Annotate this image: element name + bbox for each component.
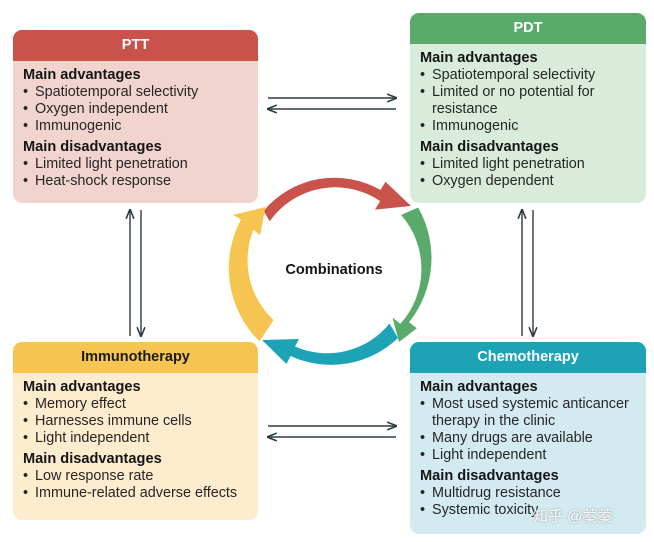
pdt-title: PDT <box>410 13 646 44</box>
cycle-arrow-yellow <box>228 207 274 342</box>
chemotherapy-advantages-list: Most used systemic anticancer therapy in… <box>420 396 636 464</box>
list-item: Harnesses immune cells <box>23 413 248 430</box>
list-item: Low response rate <box>23 468 248 485</box>
list-item: Systemic toxicity <box>420 502 636 519</box>
list-item: Light independent <box>23 430 248 447</box>
combinations-label: Combinations <box>285 262 383 278</box>
list-item: Immunogenic <box>23 118 248 135</box>
chemotherapy-title: Chemotherapy <box>410 342 646 373</box>
immunotherapy-disadvantages-list: Low response rate Immune-related adverse… <box>23 468 248 502</box>
ptt-advantages-heading: Main advantages <box>23 67 141 83</box>
list-item: Many drugs are available <box>420 430 636 447</box>
immunotherapy-title: Immunotherapy <box>13 342 258 373</box>
list-item: Limited or no potential for resistance <box>420 84 636 118</box>
list-item: Multidrug resistance <box>420 485 636 502</box>
list-item: Memory effect <box>23 396 248 413</box>
cycle-arrow-green <box>392 207 432 342</box>
pdt-card: PDT Main advantages Spatiotemporal selec… <box>410 13 646 203</box>
immunotherapy-card: Immunotherapy Main advantages Memory eff… <box>13 342 258 520</box>
immunotherapy-advantages-heading: Main advantages <box>23 379 141 395</box>
cycle-arrow-teal <box>262 323 398 365</box>
list-item: Most used systemic anticancer therapy in… <box>420 396 636 430</box>
chemotherapy-advantages-heading: Main advantages <box>420 379 538 395</box>
ptt-disadvantages-heading: Main disadvantages <box>23 139 162 155</box>
ptt-title: PTT <box>13 30 258 61</box>
list-item: Spatiotemporal selectivity <box>23 84 248 101</box>
ptt-disadvantages-list: Limited light penetration Heat-shock res… <box>23 156 248 190</box>
list-item: Limited light penetration <box>23 156 248 173</box>
pdt-disadvantages-list: Limited light penetration Oxygen depende… <box>420 156 636 190</box>
chemotherapy-card: Chemotherapy Main advantages Most used s… <box>410 342 646 534</box>
list-item: Oxygen independent <box>23 101 248 118</box>
cycle-arrow-red <box>263 177 411 222</box>
immunotherapy-disadvantages-heading: Main disadvantages <box>23 451 162 467</box>
watermark-text: 知乎 @蓁蓁 <box>533 508 613 525</box>
list-item: Heat-shock response <box>23 173 248 190</box>
pdt-disadvantages-heading: Main disadvantages <box>420 139 559 155</box>
list-item: Oxygen dependent <box>420 173 636 190</box>
ptt-advantages-list: Spatiotemporal selectivity Oxygen indepe… <box>23 84 248 135</box>
pdt-advantages-heading: Main advantages <box>420 50 538 66</box>
list-item: Light independent <box>420 447 636 464</box>
list-item: Spatiotemporal selectivity <box>420 67 636 84</box>
chemotherapy-disadvantages-list: Multidrug resistance Systemic toxicity <box>420 485 636 519</box>
list-item: Immunogenic <box>420 118 636 135</box>
list-item: Limited light penetration <box>420 156 636 173</box>
pdt-advantages-list: Spatiotemporal selectivity Limited or no… <box>420 67 636 135</box>
immunotherapy-advantages-list: Memory effect Harnesses immune cells Lig… <box>23 396 248 447</box>
ptt-card: PTT Main advantages Spatiotemporal selec… <box>13 30 258 203</box>
chemotherapy-disadvantages-heading: Main disadvantages <box>420 468 559 484</box>
list-item: Immune-related adverse effects <box>23 485 248 502</box>
